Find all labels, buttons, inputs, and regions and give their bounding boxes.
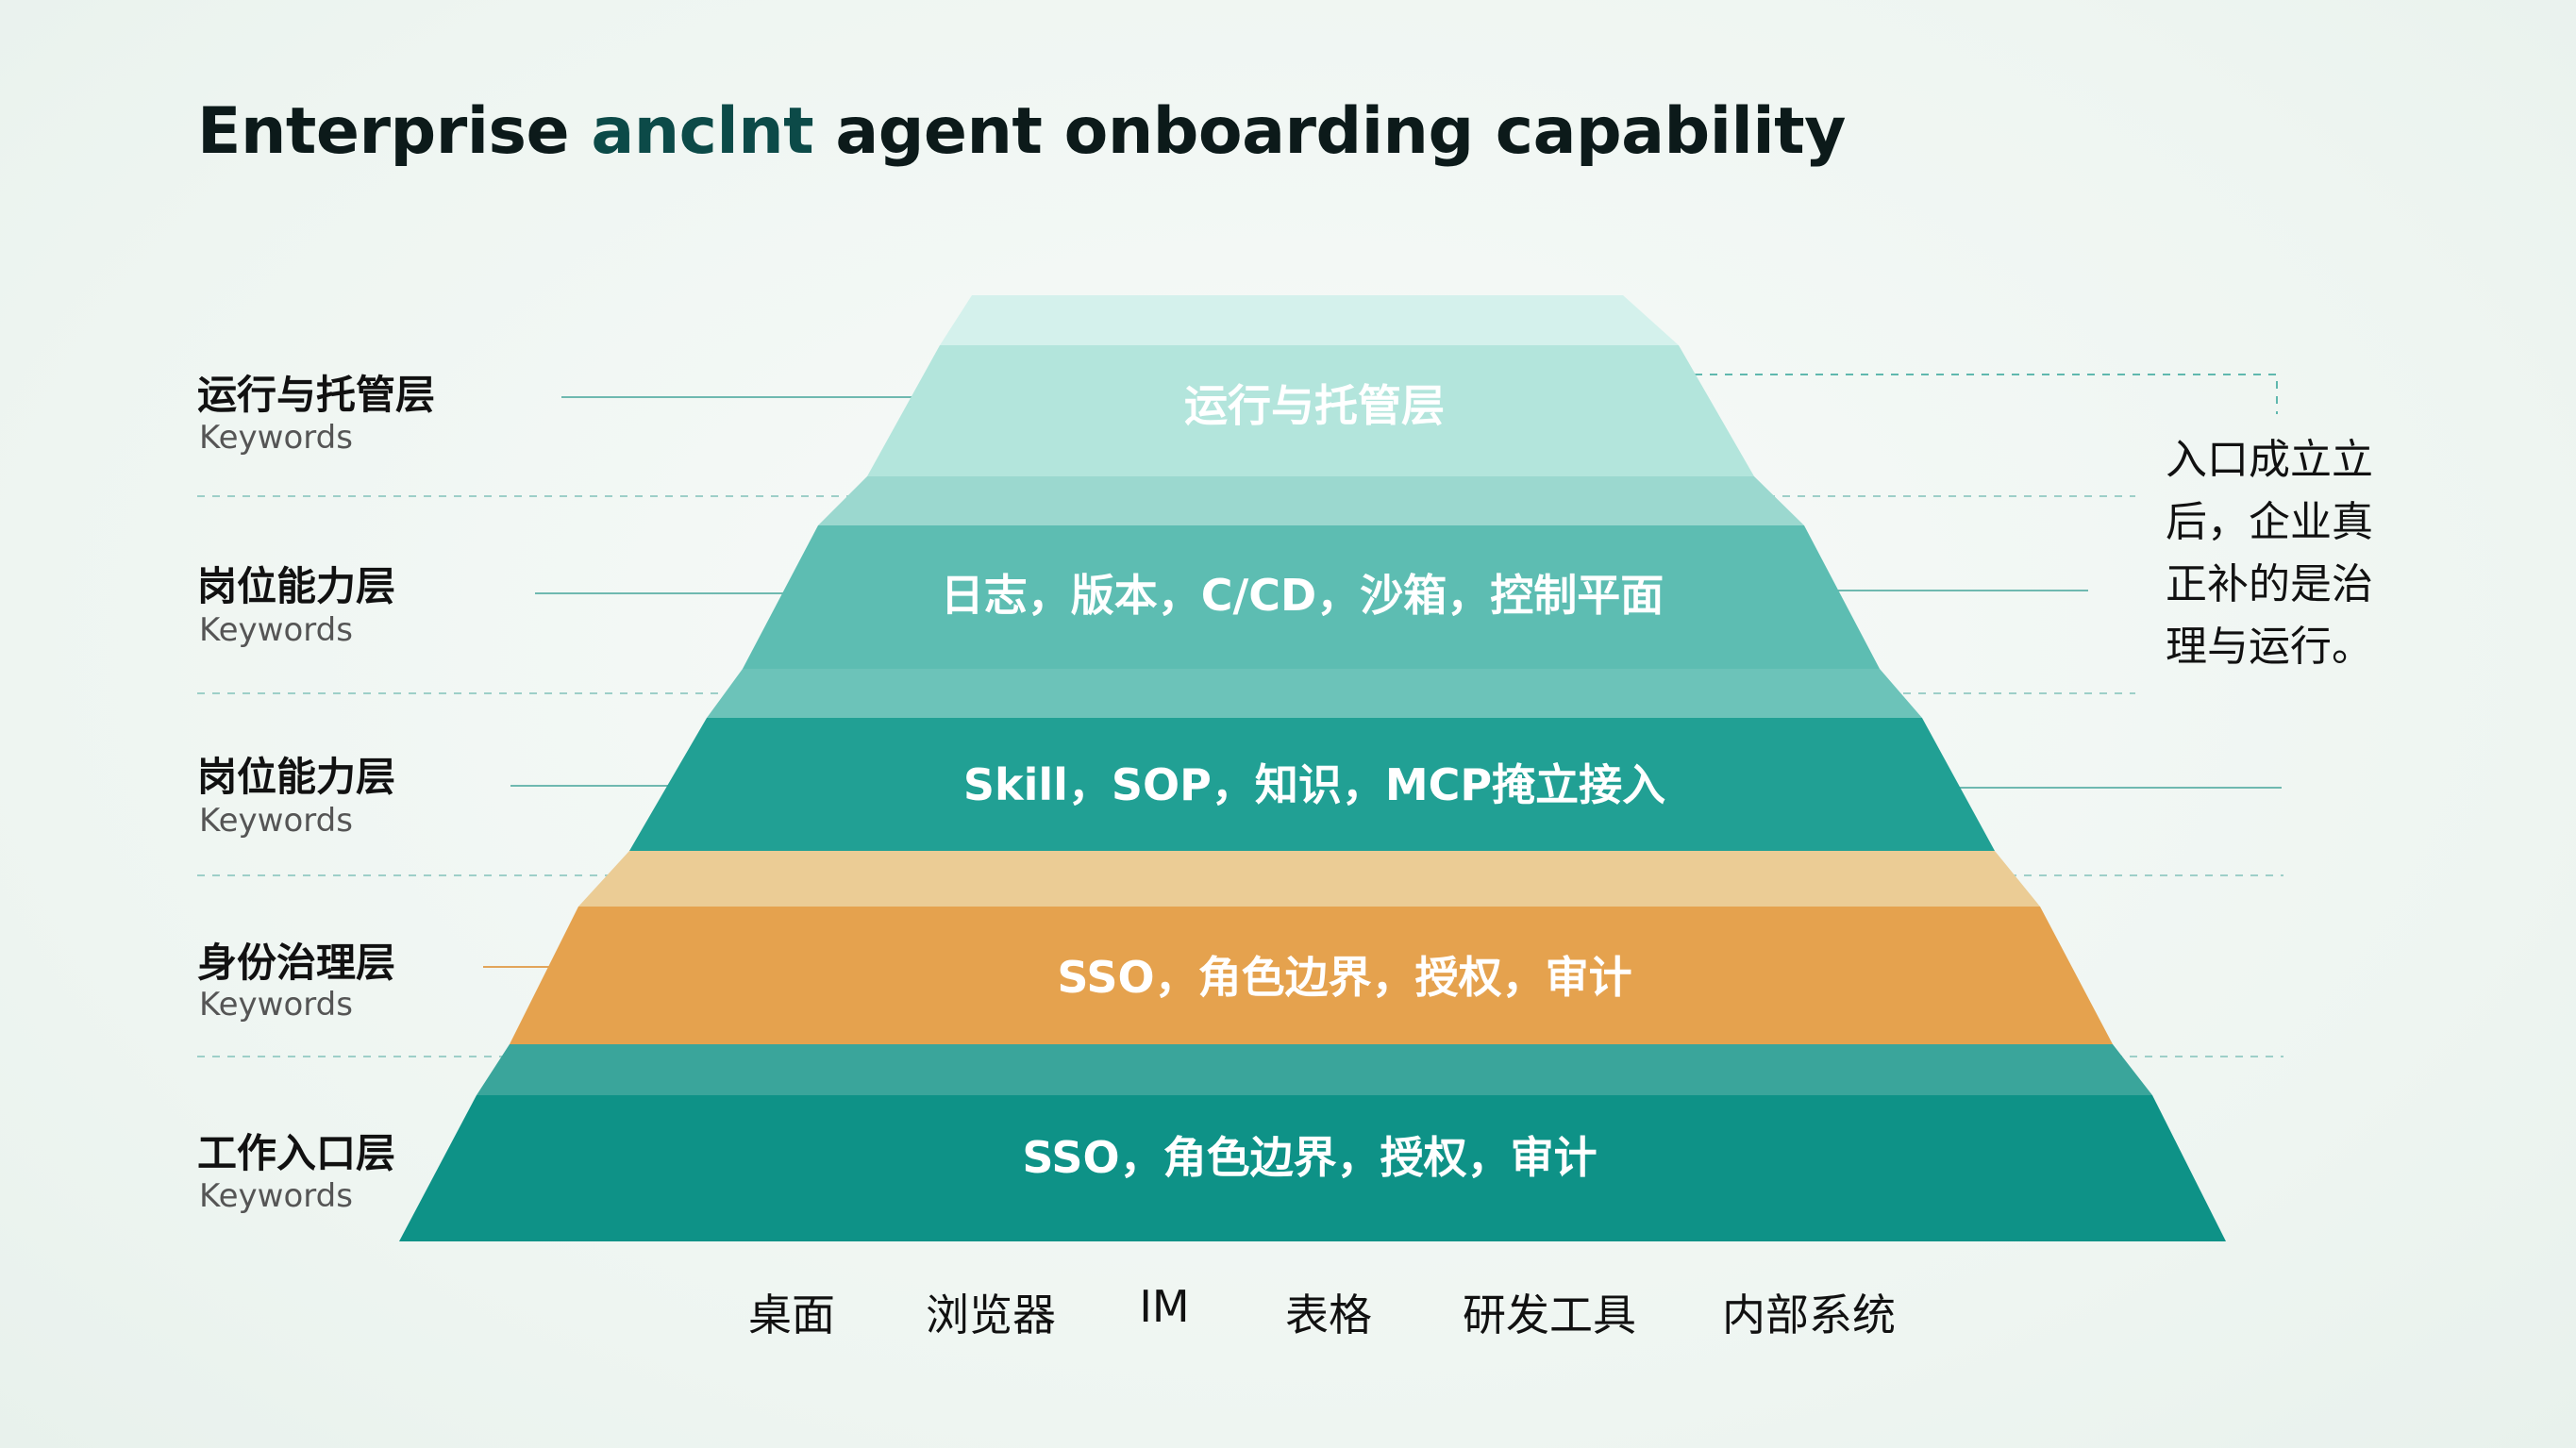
layer-1-top-face bbox=[940, 295, 1679, 345]
side-keywords: Keywords bbox=[199, 419, 353, 457]
side-keywords: Keywords bbox=[199, 986, 353, 1024]
entry-point-label: 表格 bbox=[1285, 1290, 1372, 1340]
layer-1-text: 运行与托管层 bbox=[1184, 380, 1445, 431]
note-connector bbox=[1664, 374, 2278, 414]
layer-2-text: 日志，版本，C/CD，沙箱，控制平面 bbox=[941, 570, 1664, 621]
layer-1 bbox=[867, 345, 1754, 476]
entry-point-label: 桌面 bbox=[748, 1290, 835, 1340]
entry-point-label: 内部系统 bbox=[1722, 1290, 1896, 1340]
entry-point-label: 研发工具 bbox=[1463, 1290, 1636, 1340]
side-note: 入口成立立后，企业真正补的是治理与运行。 bbox=[2166, 436, 2373, 671]
side-label: 运行与托管层 bbox=[197, 372, 436, 418]
layer-2-top-face bbox=[818, 476, 1804, 525]
entry-point-label: 浏览器 bbox=[926, 1290, 1056, 1340]
side-label: 岗位能力层 bbox=[197, 754, 396, 800]
layer-2 bbox=[743, 525, 1880, 669]
layer-5-top-face bbox=[477, 1044, 2152, 1095]
entry-point-label: IM bbox=[1139, 1281, 1190, 1332]
side-keywords: Keywords bbox=[199, 802, 353, 840]
side-keywords: Keywords bbox=[199, 611, 353, 649]
side-keywords: Keywords bbox=[199, 1177, 353, 1215]
side-label: 工作入口层 bbox=[197, 1130, 396, 1176]
side-label: 岗位能力层 bbox=[197, 563, 396, 609]
layer-3 bbox=[629, 718, 1995, 851]
layer-3-text: Skill，SOP，知识，MCP掩立接入 bbox=[963, 759, 1665, 810]
layer-4 bbox=[510, 907, 2113, 1044]
side-label: 身份治理层 bbox=[197, 940, 396, 986]
page-title: Enterprise anclnt agent onboarding capab… bbox=[197, 94, 1846, 169]
layer-4-text: SSO，角色边界，授权，审计 bbox=[1057, 952, 1631, 1003]
layer-5 bbox=[399, 1095, 2226, 1241]
layer-3-top-face bbox=[707, 669, 1922, 718]
layer-4-top-face bbox=[578, 851, 2040, 907]
layer-5-text: SSO，角色边界，授权，审计 bbox=[1022, 1132, 1597, 1183]
